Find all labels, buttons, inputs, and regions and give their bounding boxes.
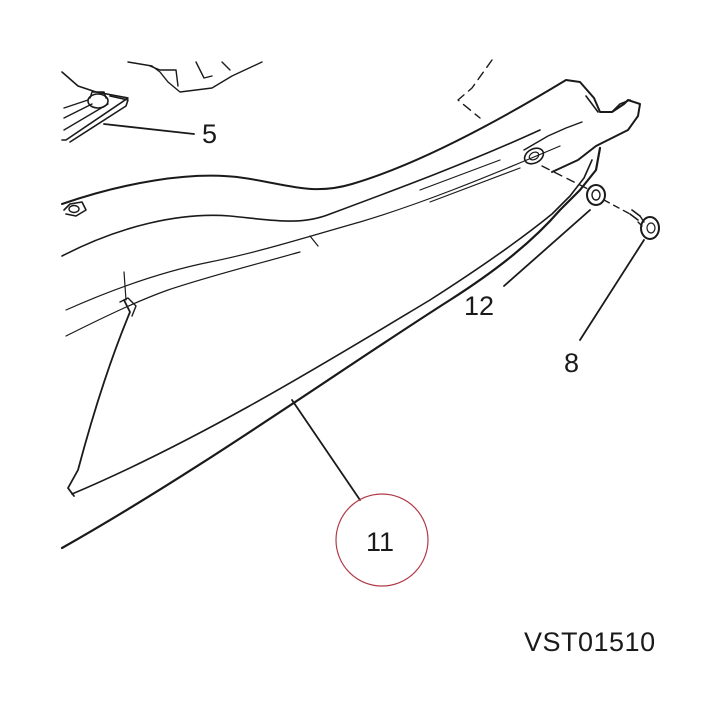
leader-line-12	[503, 209, 591, 287]
leader-line-11	[291, 399, 361, 501]
drawing-code: VST01510	[524, 627, 656, 657]
top-component	[127, 61, 263, 93]
washer-part	[586, 184, 606, 206]
assembly-dashed-line	[457, 59, 493, 119]
leader-line-8	[579, 239, 645, 341]
callout-label-11: 11	[366, 527, 394, 557]
side-panel-part	[60, 79, 641, 550]
callout-label-5: 5	[202, 119, 217, 149]
washer-dashed-line	[541, 165, 591, 191]
callout-label-12: 12	[464, 291, 494, 321]
screw-dashed-line	[603, 199, 631, 215]
callout-label-8: 8	[564, 348, 579, 378]
bracket-part	[61, 71, 129, 143]
screw-part	[629, 209, 660, 240]
highlight-circle	[335, 493, 429, 587]
leader-line-5	[103, 123, 195, 135]
